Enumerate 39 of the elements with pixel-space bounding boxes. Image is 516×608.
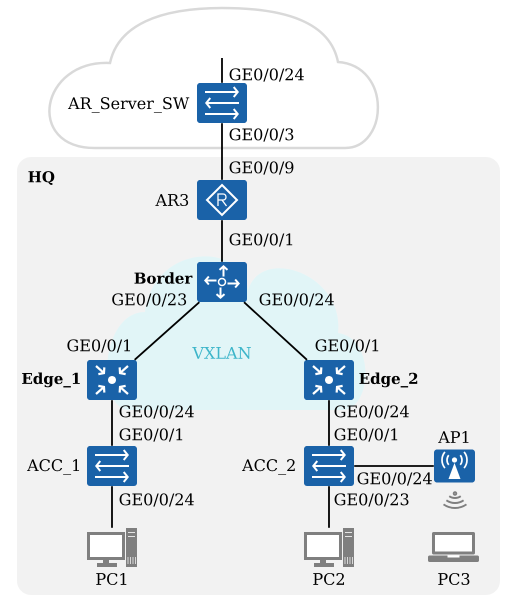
area-label: HQ [28,171,54,185]
device-label: PC2 [313,572,344,586]
cloud-shape [48,6,380,150]
device-label: Edge_1 [22,372,80,388]
device-label: ACC_1 [26,459,80,475]
port-label: GE0/0/23 [112,293,186,307]
device-label: AP1 [438,431,468,443]
link-line [328,486,330,528]
port-label: GE0/0/1 [316,339,378,353]
link-line [111,486,113,528]
link-line [328,400,330,446]
port-label: GE0/0/1 [67,339,130,353]
device-label: AR_Server_SW [68,97,190,113]
device-label: Border [134,272,192,284]
device-label: ACC_2 [242,459,295,475]
device-label: AR3 [155,194,188,206]
port-label: GE0/0/9 [230,161,294,175]
port-label: GE0/0/24 [334,405,409,419]
cloud-label: VXLAN [192,347,251,359]
device-label: PC1 [96,572,126,586]
link-line [221,220,223,262]
port-label: GE0/0/24 [230,68,304,82]
link-line [221,58,223,83]
link-line [111,400,113,446]
link-line [354,465,434,467]
port-label: GE0/0/24 [120,493,194,507]
device-label: Edge_2 [359,372,418,388]
link-line [221,123,223,180]
port-label: GE0/0/24 [358,472,432,486]
port-label: GE0/0/1 [230,233,292,247]
port-label: GE0/0/1 [334,428,398,442]
port-label: GE0/0/1 [120,428,182,442]
link-line [243,302,308,360]
port-label: GE0/0/24 [120,405,194,419]
port-label: GE0/0/24 [260,293,334,307]
device-label: PC3 [438,572,470,586]
port-label: GE0/0/3 [230,128,294,142]
port-label: GE0/0/23 [334,493,408,507]
link-line [134,302,200,360]
